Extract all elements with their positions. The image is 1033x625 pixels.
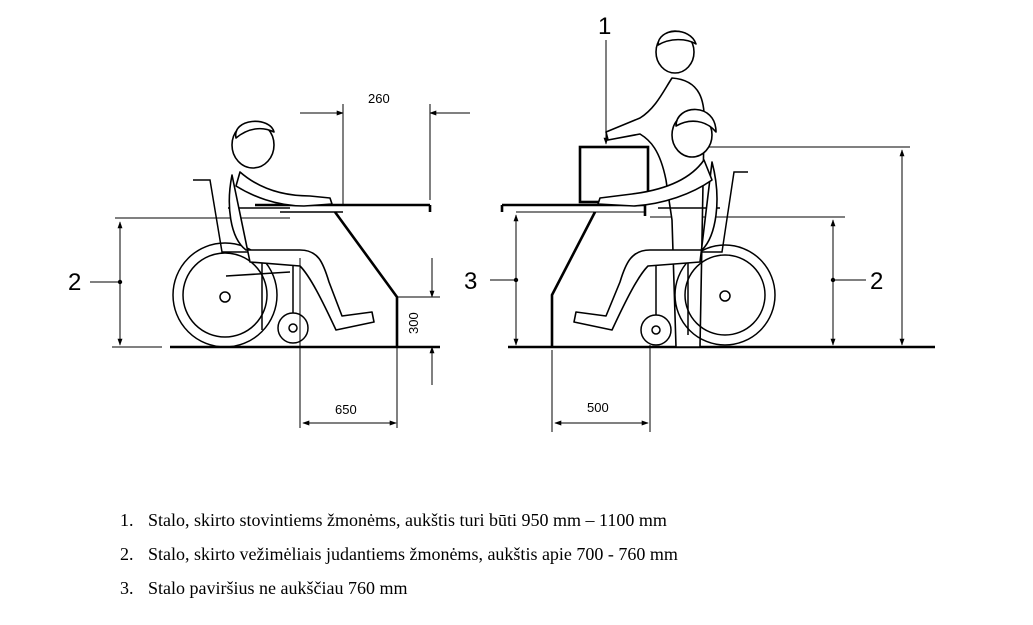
- notes-list: 1. Stalo, skirto stovintiems žmonėms, auk…: [120, 508, 678, 610]
- left-scene: 260 300 650 2: [68, 91, 470, 428]
- note-number: 1.: [120, 510, 134, 530]
- callout-3: 3: [464, 214, 519, 346]
- note-number: 3.: [120, 578, 134, 598]
- note-item: 2. Stalo, skirto vežimėliais judantiems ž…: [120, 542, 678, 576]
- callout-label-2-right: 2: [870, 268, 883, 295]
- left-seated-person: [228, 120, 375, 331]
- callout-2-left: 2: [68, 221, 123, 346]
- dimension-label-300: 300: [406, 312, 421, 334]
- note-item: 3. Stalo paviršius ne aukščiau 760 mm: [120, 576, 678, 610]
- dimension-260: 260: [300, 91, 470, 205]
- right-scene: 1 3 2 500: [464, 13, 935, 432]
- note-text: Stalo paviršius ne aukščiau 760 mm: [148, 578, 408, 598]
- callout-2-right: 2: [830, 149, 905, 346]
- callout-label-2-left: 2: [68, 269, 81, 296]
- note-item: 1. Stalo, skirto stovintiems žmonėms, auk…: [120, 508, 678, 542]
- dimension-label-260: 260: [368, 91, 390, 106]
- accessibility-table-diagram: 260 300 650 2: [68, 13, 935, 432]
- callout-label-3: 3: [464, 268, 477, 295]
- note-text: Stalo, skirto vežimėliais judantiems žmo…: [148, 544, 678, 564]
- callout-label-1: 1: [598, 13, 611, 40]
- note-text: Stalo, skirto stovintiems žmonėms, aukšt…: [148, 510, 667, 530]
- dimension-label-650: 650: [335, 402, 357, 417]
- dimension-650: 650: [299, 258, 398, 428]
- dimension-500: 500: [551, 345, 651, 432]
- right-seated-person: [573, 108, 718, 331]
- callout-1: 1: [598, 13, 611, 145]
- left-wheelchair: [172, 179, 309, 348]
- dimension-label-500: 500: [587, 400, 609, 415]
- note-number: 2.: [120, 544, 134, 564]
- dimension-300: 300: [397, 258, 440, 385]
